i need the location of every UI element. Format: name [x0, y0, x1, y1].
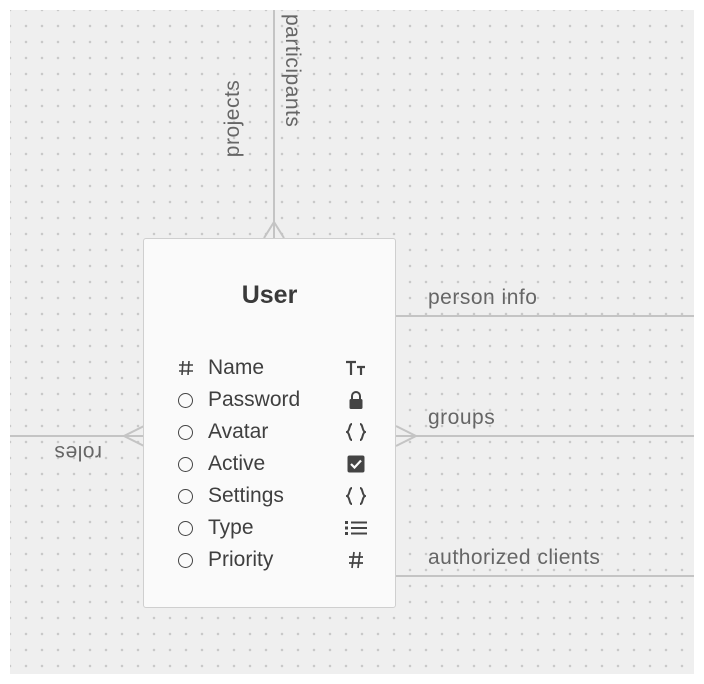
field-name: Name	[208, 356, 265, 379]
field-row-active[interactable]: Active	[178, 448, 368, 480]
groups-relation-line[interactable]	[396, 435, 694, 437]
circle-icon	[178, 392, 198, 408]
projects-label: projects	[221, 79, 245, 158]
field-name: Avatar	[208, 420, 269, 443]
projects-crowfoot-icon	[263, 220, 285, 239]
checkbox-icon	[344, 455, 368, 473]
field-name: Type	[208, 516, 254, 539]
circle-icon	[178, 552, 198, 568]
field-row-priority[interactable]: Priority	[178, 544, 368, 576]
authorized-clients-relation-line[interactable]	[396, 575, 694, 577]
field-row-password[interactable]: Password	[178, 384, 368, 416]
roles-relation-line[interactable]	[10, 435, 143, 437]
user-entity-card[interactable]: User Name Password Avatar Active Setting…	[143, 238, 396, 608]
json-braces-icon	[344, 487, 368, 505]
person-info-label: person info	[428, 286, 538, 309]
participants-label: participants	[281, 14, 304, 128]
authorized-clients-label: authorized clients	[428, 546, 601, 569]
projects-relation-line[interactable]	[273, 10, 275, 238]
circle-icon	[178, 456, 198, 472]
hash-icon	[178, 360, 198, 376]
groups-crowfoot-icon	[396, 425, 419, 447]
entity-title: User	[241, 281, 298, 309]
field-name: Priority	[208, 548, 274, 571]
field-name: Password	[208, 388, 301, 411]
lock-icon	[344, 390, 368, 410]
field-name: Active	[208, 452, 266, 475]
text-type-icon	[344, 360, 368, 376]
person-info-relation-line[interactable]	[396, 315, 694, 317]
groups-label: groups	[428, 406, 496, 429]
field-name: Settings	[208, 484, 284, 507]
number-icon	[344, 551, 368, 569]
roles-crowfoot-icon	[121, 425, 144, 447]
circle-icon	[178, 424, 198, 440]
circle-icon	[178, 520, 198, 536]
list-icon	[344, 520, 368, 536]
circle-icon	[178, 488, 198, 504]
field-row-settings[interactable]: Settings	[178, 480, 368, 512]
json-braces-icon	[344, 423, 368, 441]
field-row-type[interactable]: Type	[178, 512, 368, 544]
field-row-name[interactable]: Name	[178, 352, 368, 384]
roles-label: roles	[54, 441, 103, 464]
field-row-avatar[interactable]: Avatar	[178, 416, 368, 448]
